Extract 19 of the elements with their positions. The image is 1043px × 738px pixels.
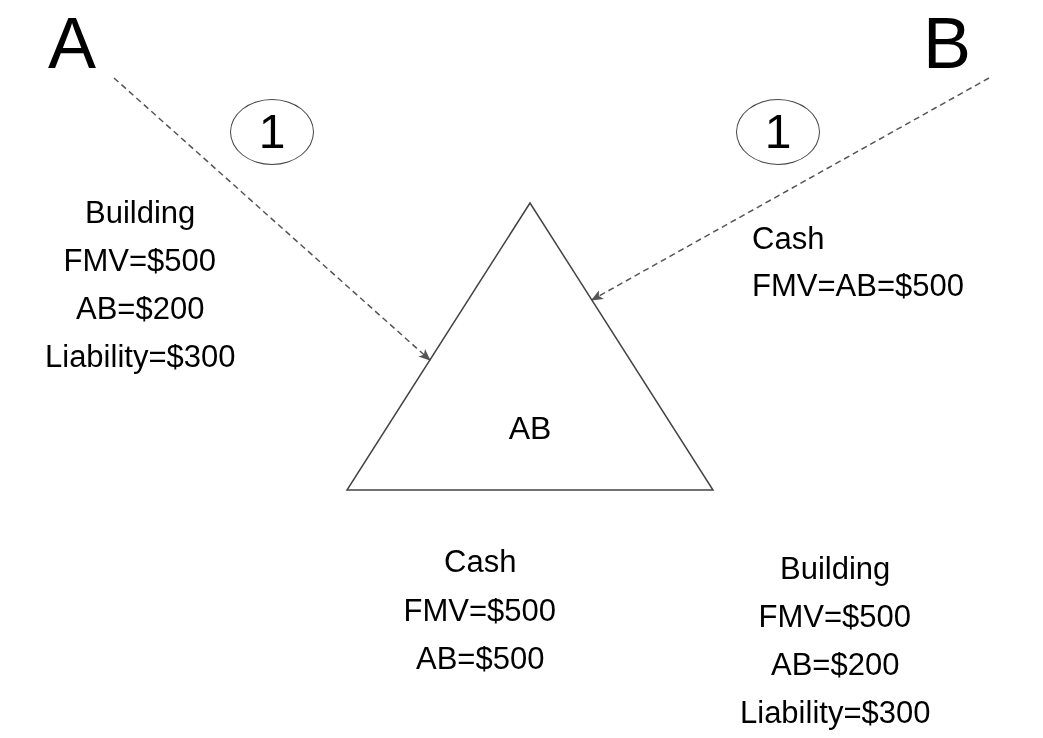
- asset-detail: FMV=$500: [403, 595, 556, 626]
- asset-detail: AB=$500: [416, 643, 545, 674]
- asset-detail: Building: [85, 197, 196, 228]
- asset-detail: FMV=$500: [758, 601, 911, 632]
- party-label: A: [48, 7, 96, 79]
- asset-detail: AB=$200: [76, 293, 205, 324]
- asset-detail: FMV=AB=$500: [752, 270, 964, 301]
- asset-detail: FMV=$500: [63, 245, 216, 276]
- asset-detail: Building: [780, 553, 891, 584]
- dashed-arrow: [113, 77, 431, 361]
- dashed-arrow: [591, 77, 990, 301]
- asset-detail: AB=$200: [771, 649, 900, 680]
- party-label: B: [923, 7, 971, 79]
- shape-label: AB: [507, 410, 553, 447]
- triangle-shape: [345, 200, 715, 492]
- asset-detail: Liability=$300: [45, 341, 236, 372]
- asset-detail: Cash: [444, 546, 517, 577]
- asset-detail: Liability=$300: [740, 697, 931, 728]
- asset-detail: Cash: [752, 223, 825, 254]
